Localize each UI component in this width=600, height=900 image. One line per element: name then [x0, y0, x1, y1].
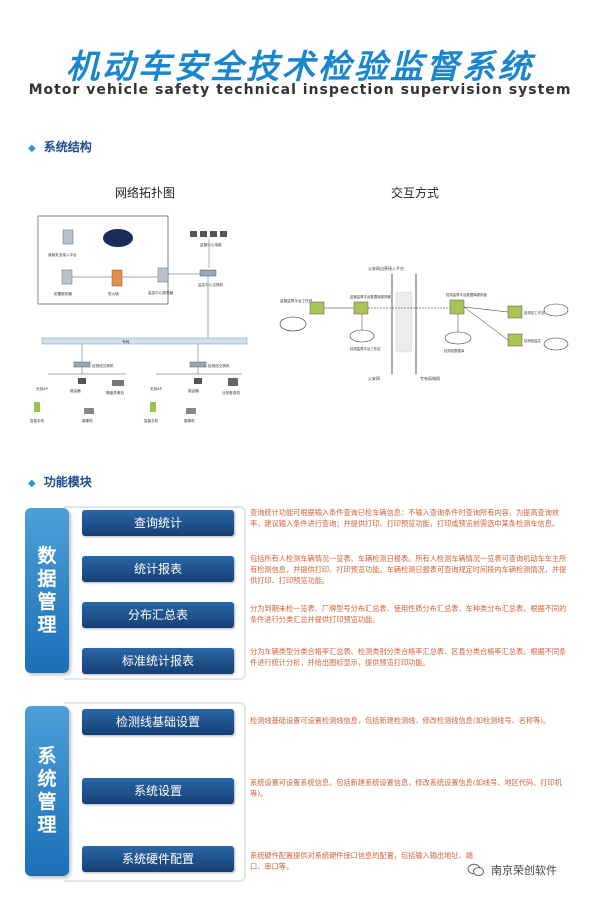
front-server-icon: [61, 269, 73, 285]
int-label: 监管监督平台数据库服务器: [350, 294, 391, 299]
module-distribution-summary-desc: 分为到期未检一览表、厂牌型号分布汇总表、使用性质分布汇总表、车种类分布汇总表，根…: [250, 604, 567, 624]
module-lane-settings-desc: 检测线基础设置可设置检测线信息，包括新建检测线，修改检测线信息(如检测线号、名称…: [250, 716, 551, 725]
network-topology-title: 网络拓扑图: [114, 186, 175, 200]
module-statistics-report-button[interactable]: 统计报表: [82, 556, 234, 582]
lane-switch-right-icon: [189, 361, 207, 368]
module-standard-report-button[interactable]: 标准统计报表: [82, 648, 234, 674]
lane-switch-left-icon: [73, 361, 91, 368]
int-label: 检测线监控: [524, 338, 542, 343]
net-label: 监控中心交换机: [198, 282, 224, 287]
net-label: 防火墙: [108, 291, 119, 296]
section-heading-structure-text: 系统结构: [43, 140, 92, 154]
int-label: 专有局域网: [420, 375, 440, 381]
net-label: 路由器: [188, 388, 199, 393]
lane-server-2-icon: [507, 333, 523, 347]
net-label: 摄像机: [184, 418, 195, 423]
int-label: 检测站数据库: [444, 348, 465, 353]
net-label: 专网: [122, 339, 130, 344]
station-server-icon: [449, 299, 465, 315]
module-system-settings-desc: 系统设置可设置系统信息，包括新建系统设置信息，修改系统设置信息(如线号、地区代码…: [250, 778, 562, 798]
net-label: 智能手机: [30, 418, 45, 423]
pc-right-icon: [228, 378, 238, 386]
module-query-statistics-button[interactable]: 查询统计: [82, 510, 234, 536]
module-standard-report-desc: 分为车辆类型分类合格率汇总表、检测类别分类合格率汇总表、区县分类合格率汇总表。根…: [250, 647, 567, 667]
group-label-data-management-text: 数据管理: [37, 544, 57, 636]
page-title-cn: 机动车安全技术检验监督系统: [66, 47, 534, 86]
group-label-system-management: 系统管理: [25, 706, 69, 876]
int-label: 检测监督平台工作站: [350, 346, 381, 351]
private-network-bar: [41, 337, 248, 345]
net-label: 路由器: [70, 388, 81, 393]
switch-icon: [199, 269, 217, 277]
platform-server-icon: [62, 229, 74, 245]
camera-right-icon: [194, 378, 202, 384]
lane-db-1-icon: [543, 303, 569, 317]
int-label: 公安网边界接入平台: [368, 265, 404, 271]
network-topology-diagram: 道客安全接入平台 监管中心电脑 前置服务器 防火墙 监控中心服务器 监控中心交换…: [30, 215, 248, 423]
station-db-icon: [444, 331, 472, 345]
police-server-2-icon: [353, 301, 369, 315]
net-label: 摄像机: [82, 418, 93, 423]
bullet-icon: ◆: [28, 143, 36, 154]
net-label: 监控中心服务器: [148, 290, 174, 295]
net-label: 智能手机: [144, 418, 159, 423]
police-server-icon: [309, 301, 325, 315]
phone-left-icon: [34, 402, 40, 412]
net-label: 无线AP: [150, 386, 163, 391]
int-label: 检测监督平台数据库服务器: [446, 292, 487, 297]
camera-left-2-icon: [84, 408, 94, 414]
interaction-diagram: 公安网边界接入平台 监管监督平台工作站 监管监督平台数据库服务器 检测监督平台工…: [279, 265, 569, 381]
phone-right-icon: [150, 402, 156, 412]
net-label: 监管中心电脑: [200, 242, 222, 247]
net-label: 道客安全接入平台: [48, 252, 77, 257]
module-query-statistics-desc: 查询统计功能可根据输入条件查询已检车辆信息：不输入查询条件时查询所有内容，为提高…: [250, 508, 560, 528]
int-label: 监管监督平台工作站: [280, 298, 313, 303]
group-label-data-management: 数据管理: [25, 508, 69, 673]
firewall-mid-icon: [395, 291, 413, 353]
module-hardware-config-button[interactable]: 系统硬件配置: [82, 846, 234, 872]
lane-db-2-icon: [543, 337, 569, 351]
module-system-settings-button[interactable]: 系统设置: [82, 778, 234, 804]
lane-server-1-icon: [507, 305, 523, 319]
dvr-left-icon: [112, 380, 124, 386]
data-management-bracket: [64, 506, 246, 680]
page-title-en: Motor vehicle safety technical inspectio…: [28, 82, 572, 98]
system-management-bracket: [64, 702, 246, 882]
firewall-icon: [111, 269, 123, 287]
int-label: 检测站工作站: [524, 310, 545, 315]
police-db-icon: [279, 316, 307, 332]
monitor-server-icon: [157, 267, 169, 283]
brand-watermark: 南京荣创软件: [467, 862, 557, 878]
module-distribution-summary-button[interactable]: 分布汇总表: [82, 602, 234, 628]
net-label: 无线AP: [36, 386, 49, 391]
diagram-dmz-box: [37, 215, 169, 305]
net-label: 硬盘录像机: [106, 390, 124, 395]
camera-left-icon: [78, 378, 86, 384]
section-heading-modules: ◆ 功能模块: [28, 473, 92, 490]
net-label: 检测线交换机: [208, 363, 230, 368]
police-db-2-icon: [349, 329, 375, 343]
camera-right-2-icon: [186, 408, 196, 414]
section-heading-modules-text: 功能模块: [43, 475, 92, 489]
group-label-system-management-text: 系统管理: [37, 745, 57, 836]
internet-cloud-icon: [103, 229, 133, 247]
int-label: 公安网: [368, 375, 380, 381]
monitor-pc-group-icon: [190, 231, 227, 237]
net-label: 前置服务器: [54, 291, 72, 296]
module-lane-settings-button[interactable]: 检测线基础设置: [82, 709, 234, 735]
bullet-icon: ◆: [28, 478, 36, 489]
brand-name: 南京荣创软件: [491, 864, 557, 877]
net-label: 业务登录机: [222, 390, 240, 395]
net-label: 检测线交换机: [92, 363, 114, 368]
module-statistics-report-desc: 包括所有人检测车辆情况一览表、车辆检测日报表。所有人检测车辆情况一览表可查询机动…: [250, 554, 567, 585]
module-hardware-config-desc: 系统硬件配置提供对系统硬件接口信息的配置，包括输入输出地址、端口、串口等。: [250, 851, 473, 871]
section-heading-structure: ◆ 系统结构: [28, 138, 92, 155]
interaction-title: 交互方式: [390, 186, 439, 200]
wechat-icon: [467, 863, 484, 876]
